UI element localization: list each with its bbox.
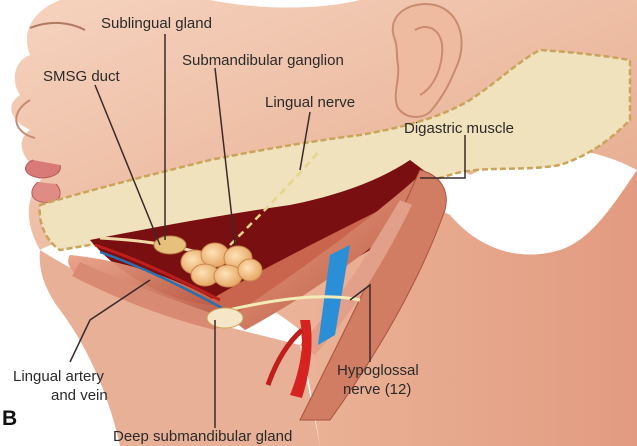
label-hypoglossal-2: nerve (12)	[343, 381, 411, 398]
label-lingual-artery-2: and vein	[51, 387, 108, 404]
lip-lower	[32, 182, 60, 202]
label-sublingual-gland: Sublingual gland	[101, 15, 212, 32]
label-digastric-muscle: Digastric muscle	[404, 120, 514, 137]
label-lingual-nerve: Lingual nerve	[265, 94, 355, 111]
sublingual-gland-shape	[154, 236, 186, 254]
label-hypoglossal-1: Hypoglossal	[337, 362, 419, 379]
label-smsg-duct: SMSG duct	[43, 68, 120, 85]
label-submandibular-ganglion: Submandibular ganglion	[182, 52, 344, 69]
panel-letter: B	[2, 408, 24, 430]
label-deep-submandibular-gland: Deep submandibular gland	[113, 428, 292, 445]
label-lingual-artery-1: Lingual artery	[13, 368, 104, 385]
deep-gland-part	[207, 308, 243, 328]
